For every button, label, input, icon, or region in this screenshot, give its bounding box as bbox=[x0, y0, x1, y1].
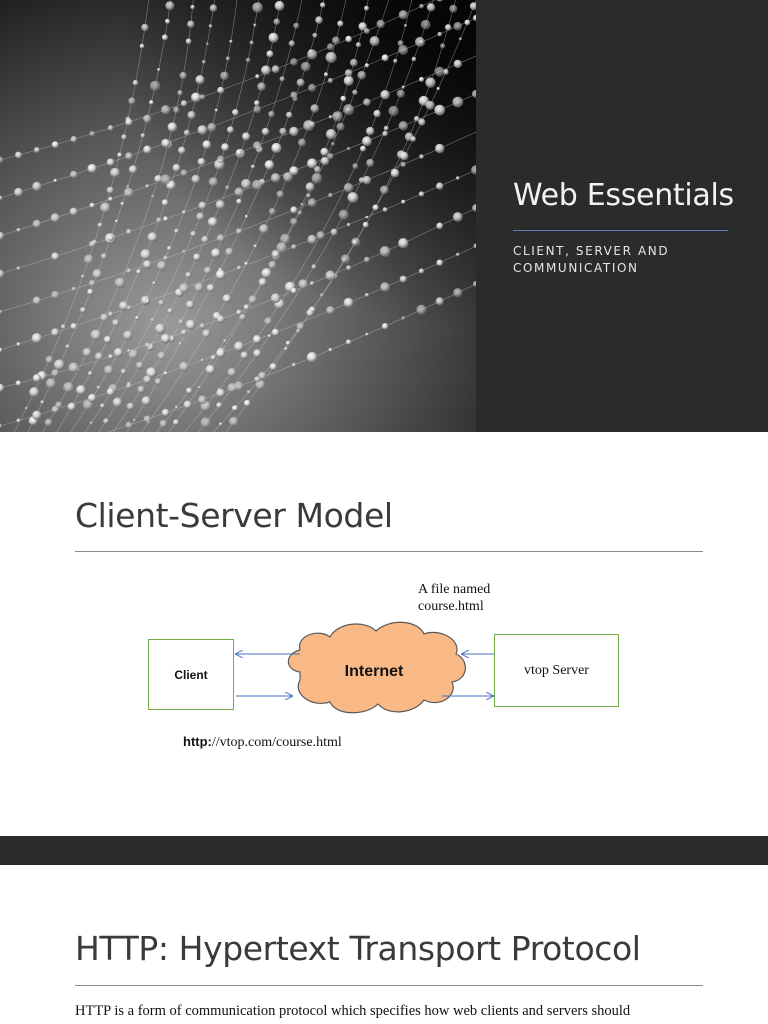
presentation-subtitle: CLIENT, SERVER AND COMMUNICATION bbox=[513, 244, 670, 275]
url-path: //vtop.com/course.html bbox=[211, 735, 342, 750]
request-url: http://vtop.com/course.html bbox=[183, 734, 342, 751]
slide-body-text: HTTP is a form of communication protocol… bbox=[75, 1003, 631, 1019]
http-slide: HTTP: Hypertext Transport Protocol HTTP … bbox=[0, 865, 768, 1024]
client-node: Client bbox=[148, 639, 234, 710]
slide-title: Client-Server Model bbox=[75, 496, 393, 535]
client-server-slide: Client-Server Model A file named course.… bbox=[0, 432, 768, 836]
spider-web-photo bbox=[0, 0, 476, 432]
server-node: vtop Server bbox=[494, 634, 619, 707]
slide-title: HTTP: Hypertext Transport Protocol bbox=[75, 929, 641, 968]
url-protocol: http: bbox=[183, 734, 212, 749]
internet-label: Internet bbox=[344, 663, 404, 680]
client-server-diagram bbox=[0, 621, 494, 714]
title-divider bbox=[75, 551, 703, 552]
title-divider bbox=[75, 985, 703, 986]
presentation-title: Web Essentials bbox=[513, 178, 734, 213]
title-divider bbox=[513, 230, 728, 231]
spider-web-image bbox=[0, 0, 476, 432]
file-note-label: A file named course.html bbox=[418, 582, 491, 614]
slide-separator bbox=[0, 836, 768, 865]
title-slide: Web Essentials CLIENT, SERVER AND COMMUN… bbox=[0, 0, 768, 432]
server-label: vtop Server bbox=[524, 662, 589, 678]
client-label: Client bbox=[174, 667, 208, 682]
internet-cloud bbox=[287, 621, 466, 714]
